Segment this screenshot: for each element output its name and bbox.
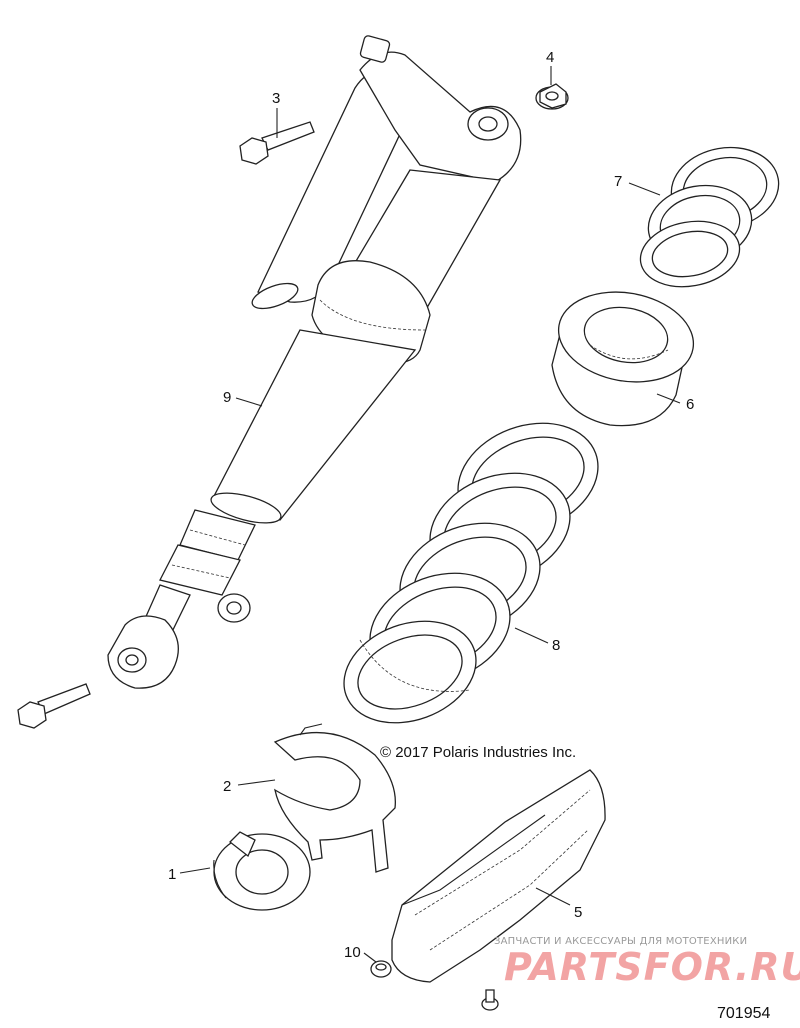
spring-coupler-part-6: [551, 291, 695, 427]
bolt-part-3: [239, 121, 315, 165]
copyright-notice: © 2017 Polaris Industries Inc.: [380, 744, 576, 761]
callout-4: 4: [546, 49, 554, 66]
callout-5: 5: [574, 904, 582, 921]
callout-2: 2: [223, 778, 231, 795]
shock-guard-part-5: [391, 769, 606, 983]
watermark-tagline: ЗАПЧАСТИ И АКСЕССУАРЫ ДЛЯ МОТОТЕХНИКИ: [494, 936, 747, 947]
callout-3: 3: [272, 90, 280, 107]
retainer-bracket-part-2: [273, 723, 396, 873]
watermark-logo: PARTSFOR.RU: [504, 945, 800, 989]
spacer-bushing: [217, 593, 251, 623]
tender-spring-part-7: [639, 146, 780, 288]
screw-lower: [481, 989, 499, 1011]
bolt-lower: [17, 683, 91, 729]
diagram-number: 701954: [717, 1005, 770, 1022]
callout-9: 9: [223, 389, 231, 406]
spring-seat-part-1: [213, 831, 311, 911]
nut-part-4: [535, 83, 569, 110]
callout-7: 7: [614, 173, 622, 190]
callout-6: 6: [686, 396, 694, 413]
screw-part-10: [370, 960, 392, 978]
shock-absorber-part-9: [107, 35, 522, 689]
callout-10: 10: [344, 944, 361, 961]
callout-1: 1: [168, 866, 176, 883]
leader-lines: [179, 66, 681, 963]
main-spring-part-8: [343, 422, 599, 724]
callout-8: 8: [552, 637, 560, 654]
